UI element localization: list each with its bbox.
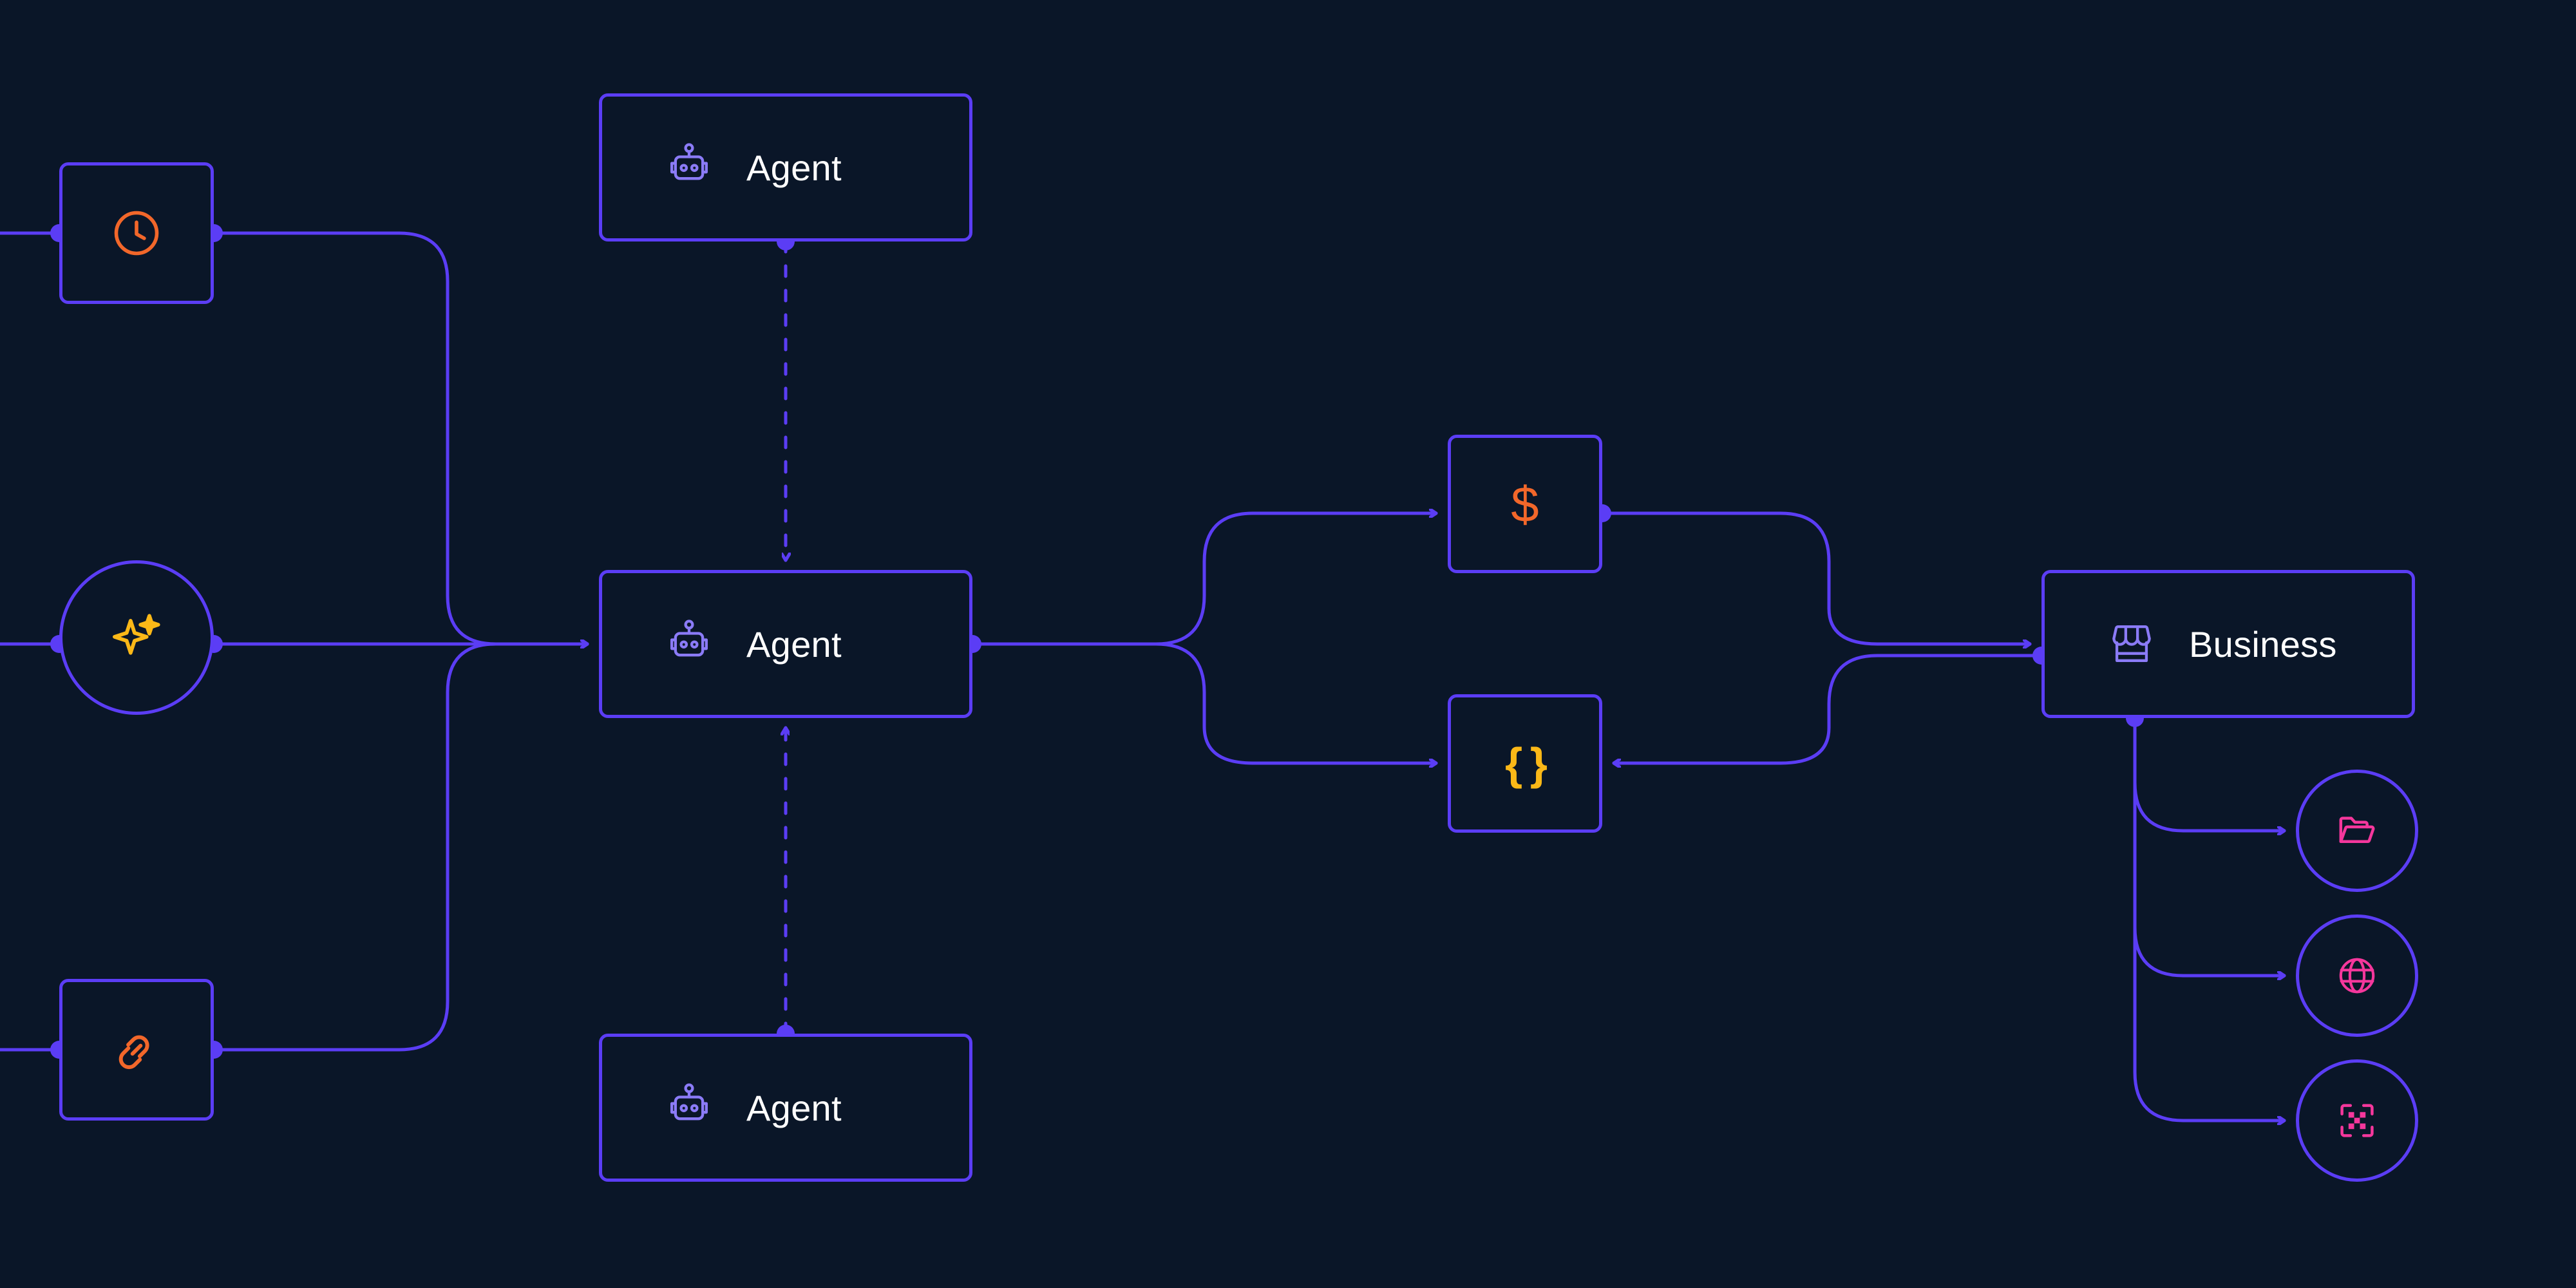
output-node-globe[interactable]	[2296, 914, 2418, 1037]
edge-business-to-globe	[2133, 716, 2286, 976]
agent-center-label: Agent	[746, 623, 842, 665]
edge-webhook-to-agent	[212, 644, 589, 1052]
agent-bottom-box[interactable]: Agent	[599, 1034, 972, 1182]
robot-icon	[661, 140, 717, 195]
tool-node-code[interactable]: { }	[1448, 694, 1602, 833]
edge-business-to-code	[1612, 654, 2043, 763]
storefront-icon	[2104, 616, 2159, 672]
business-node[interactable]: Business	[2041, 570, 2415, 718]
agent-top-box[interactable]: Agent	[599, 93, 972, 242]
edge-schedule-to-agent	[212, 231, 589, 644]
agent-bottom-label: Agent	[746, 1087, 842, 1128]
agent-center-box[interactable]: Agent	[599, 570, 972, 718]
agent-node-bottom[interactable]: Agent	[599, 1034, 972, 1182]
code-node-box[interactable]: { }	[1448, 694, 1602, 833]
trigger-node-ai[interactable]	[59, 560, 214, 715]
folder-node-circle[interactable]	[2296, 770, 2418, 892]
globe-node-circle[interactable]	[2296, 914, 2418, 1037]
tool-node-payment[interactable]: $	[1448, 435, 1602, 573]
trigger-node-webhook[interactable]	[59, 979, 214, 1121]
qr-scan-icon	[2334, 1097, 2380, 1144]
schedule-node-box[interactable]	[59, 162, 214, 304]
business-node-box[interactable]: Business	[2041, 570, 2415, 718]
ai-node-circle[interactable]	[59, 560, 214, 715]
folder-icon	[2334, 808, 2380, 854]
braces-icon: { }	[1505, 738, 1548, 789]
edge-business-to-qr	[2133, 716, 2286, 1121]
business-node-label: Business	[2189, 623, 2337, 665]
webhook-node-box[interactable]	[59, 979, 214, 1121]
qr-node-circle[interactable]	[2296, 1059, 2418, 1182]
output-node-qr[interactable]	[2296, 1059, 2418, 1182]
payment-node-box[interactable]: $	[1448, 435, 1602, 573]
robot-icon	[661, 1080, 717, 1135]
agent-node-center[interactable]: Agent	[599, 570, 972, 718]
output-node-folder[interactable]	[2296, 770, 2418, 892]
edge-payment-to-business	[1600, 511, 2032, 644]
edge-business-to-folder	[2133, 716, 2286, 831]
clock-icon	[109, 206, 164, 260]
agent-node-top[interactable]: Agent	[599, 93, 972, 242]
edge-agent-to-payment	[971, 513, 1438, 646]
edge-agent-to-code	[971, 642, 1438, 763]
link-icon	[109, 1023, 164, 1077]
robot-icon	[661, 616, 717, 672]
agent-top-label: Agent	[746, 147, 842, 188]
trigger-node-schedule[interactable]	[59, 162, 214, 304]
sparkle-icon	[107, 608, 166, 667]
globe-icon	[2334, 952, 2380, 999]
dollar-icon: $	[1511, 475, 1539, 533]
